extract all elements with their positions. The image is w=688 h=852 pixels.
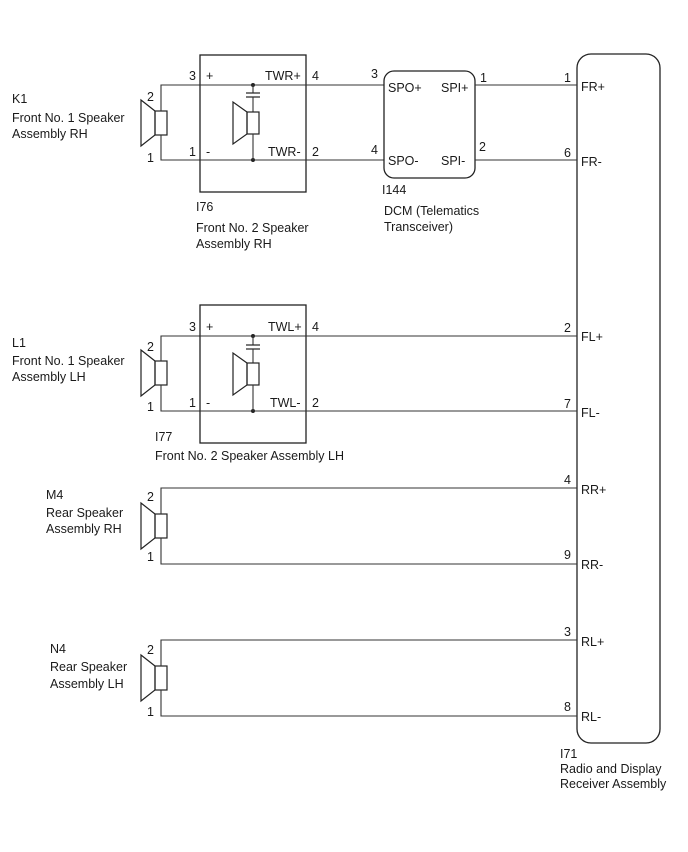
terminal-rr-minus-label: RR- <box>581 558 603 572</box>
speaker-k1-icon <box>140 98 168 148</box>
k1-wire-minus <box>160 135 200 161</box>
m4-to-radio-rr-plus-wire <box>160 487 577 514</box>
dcm-spi-plus-label: SPI+ <box>441 81 468 95</box>
i77-pin-in-plus: 3 <box>189 320 196 334</box>
i71-name-line1: Radio and Display <box>560 762 662 776</box>
i77-pin-in-minus: 1 <box>189 396 196 410</box>
i76-name-line2: Assembly RH <box>196 237 272 251</box>
l1-pin-top: 2 <box>147 340 154 354</box>
i77-name-line1: Front No. 2 Speaker Assembly LH <box>155 449 344 463</box>
dcm-box <box>383 70 476 179</box>
terminal-fl-plus-pin: 2 <box>564 321 571 335</box>
i77-minus-sign: - <box>206 396 210 410</box>
dcm-pin-spi-plus: 1 <box>480 71 487 85</box>
i77-out-minus-label: TWL- <box>270 396 301 410</box>
n4-pin-top: 2 <box>147 643 154 657</box>
i77-tweeter-icon <box>200 334 306 413</box>
terminal-rl-plus-pin: 3 <box>564 625 571 639</box>
l1-pin-bottom: 1 <box>147 400 154 414</box>
i76-tweeter-icon <box>200 83 306 162</box>
k1-name-line1: Front No. 1 Speaker <box>12 111 125 125</box>
terminal-fr-minus-pin: 6 <box>564 146 571 160</box>
terminal-rr-plus-pin: 4 <box>564 473 571 487</box>
i77-plus-sign: + <box>206 320 213 334</box>
terminal-fr-plus-pin: 1 <box>564 71 571 85</box>
n4-pin-bottom: 1 <box>147 705 154 719</box>
i76-pin-out-minus: 2 <box>312 145 319 159</box>
speaker-n4-icon <box>140 653 168 703</box>
terminal-fl-minus-label: FL- <box>581 406 600 420</box>
l1-name-line2: Assembly LH <box>12 370 86 384</box>
m4-to-radio-rr-minus-wire <box>160 538 577 565</box>
m4-id: M4 <box>46 488 63 502</box>
terminal-fl-minus-pin: 7 <box>564 397 571 411</box>
i76-box <box>199 54 307 193</box>
dcm-pin-spi-minus: 2 <box>479 140 486 154</box>
terminal-fl-plus-label: FL+ <box>581 330 603 344</box>
k1-name-line2: Assembly RH <box>12 127 88 141</box>
speaker-l1-icon <box>140 348 168 398</box>
k1-pin-bottom: 1 <box>147 151 154 165</box>
terminal-rr-plus-label: RR+ <box>581 483 606 497</box>
dcm-spo-minus-label: SPO- <box>388 154 419 168</box>
n4-id: N4 <box>50 642 66 656</box>
i76-pin-out-plus: 4 <box>312 69 319 83</box>
i77-out-plus-label: TWL+ <box>268 320 302 334</box>
i76-plus-sign: + <box>206 69 213 83</box>
i76-pin-in-minus: 1 <box>189 145 196 159</box>
i76-minus-sign: - <box>206 145 210 159</box>
terminal-fr-minus-label: FR- <box>581 155 602 169</box>
terminal-rr-minus-pin: 9 <box>564 548 571 562</box>
dcm-pin-spo-plus: 3 <box>371 67 378 81</box>
n4-to-radio-rl-plus-wire <box>160 639 577 666</box>
i76-id: I76 <box>196 200 213 214</box>
terminal-rl-minus-label: RL- <box>581 710 601 724</box>
speaker-m4-icon <box>140 501 168 551</box>
l1-wire-minus <box>160 385 200 412</box>
i144-name-line2: Transceiver) <box>384 220 453 234</box>
i76-name-line1: Front No. 2 Speaker <box>196 221 309 235</box>
m4-name-line2: Assembly RH <box>46 522 122 536</box>
k1-id: K1 <box>12 92 27 106</box>
m4-pin-top: 2 <box>147 490 154 504</box>
k1-pin-top: 2 <box>147 90 154 104</box>
i77-pin-out-plus: 4 <box>312 320 319 334</box>
terminal-rl-minus-pin: 8 <box>564 700 571 714</box>
n4-name-line1: Rear Speaker <box>50 660 127 674</box>
m4-pin-bottom: 1 <box>147 550 154 564</box>
i76-pin-in-plus: 3 <box>189 69 196 83</box>
i144-name-line1: DCM (Telematics <box>384 204 479 218</box>
i71-id: I71 <box>560 747 577 761</box>
l1-name-line1: Front No. 1 Speaker <box>12 354 125 368</box>
n4-to-radio-rl-minus-wire <box>160 690 577 717</box>
dcm-pin-spo-minus: 4 <box>371 143 378 157</box>
dcm-spi-minus-label: SPI- <box>441 154 465 168</box>
n4-name-line2: Assembly LH <box>50 677 124 691</box>
l1-wire-plus <box>160 335 200 361</box>
l1-id: L1 <box>12 336 26 350</box>
i77-pin-out-minus: 2 <box>312 396 319 410</box>
i77-box <box>199 304 307 444</box>
i77-id: I77 <box>155 430 172 444</box>
i144-id: I144 <box>382 183 406 197</box>
m4-name-line1: Rear Speaker <box>46 506 123 520</box>
radio-receiver-body <box>576 53 661 744</box>
terminal-fr-plus-label: FR+ <box>581 80 605 94</box>
dcm-spo-plus-label: SPO+ <box>388 81 422 95</box>
k1-wire-plus <box>160 84 200 111</box>
terminal-rl-plus-label: RL+ <box>581 635 604 649</box>
i76-out-plus-label: TWR+ <box>265 69 301 83</box>
i76-out-minus-label: TWR- <box>268 145 301 159</box>
i71-name-line2: Receiver Assembly <box>560 777 667 791</box>
